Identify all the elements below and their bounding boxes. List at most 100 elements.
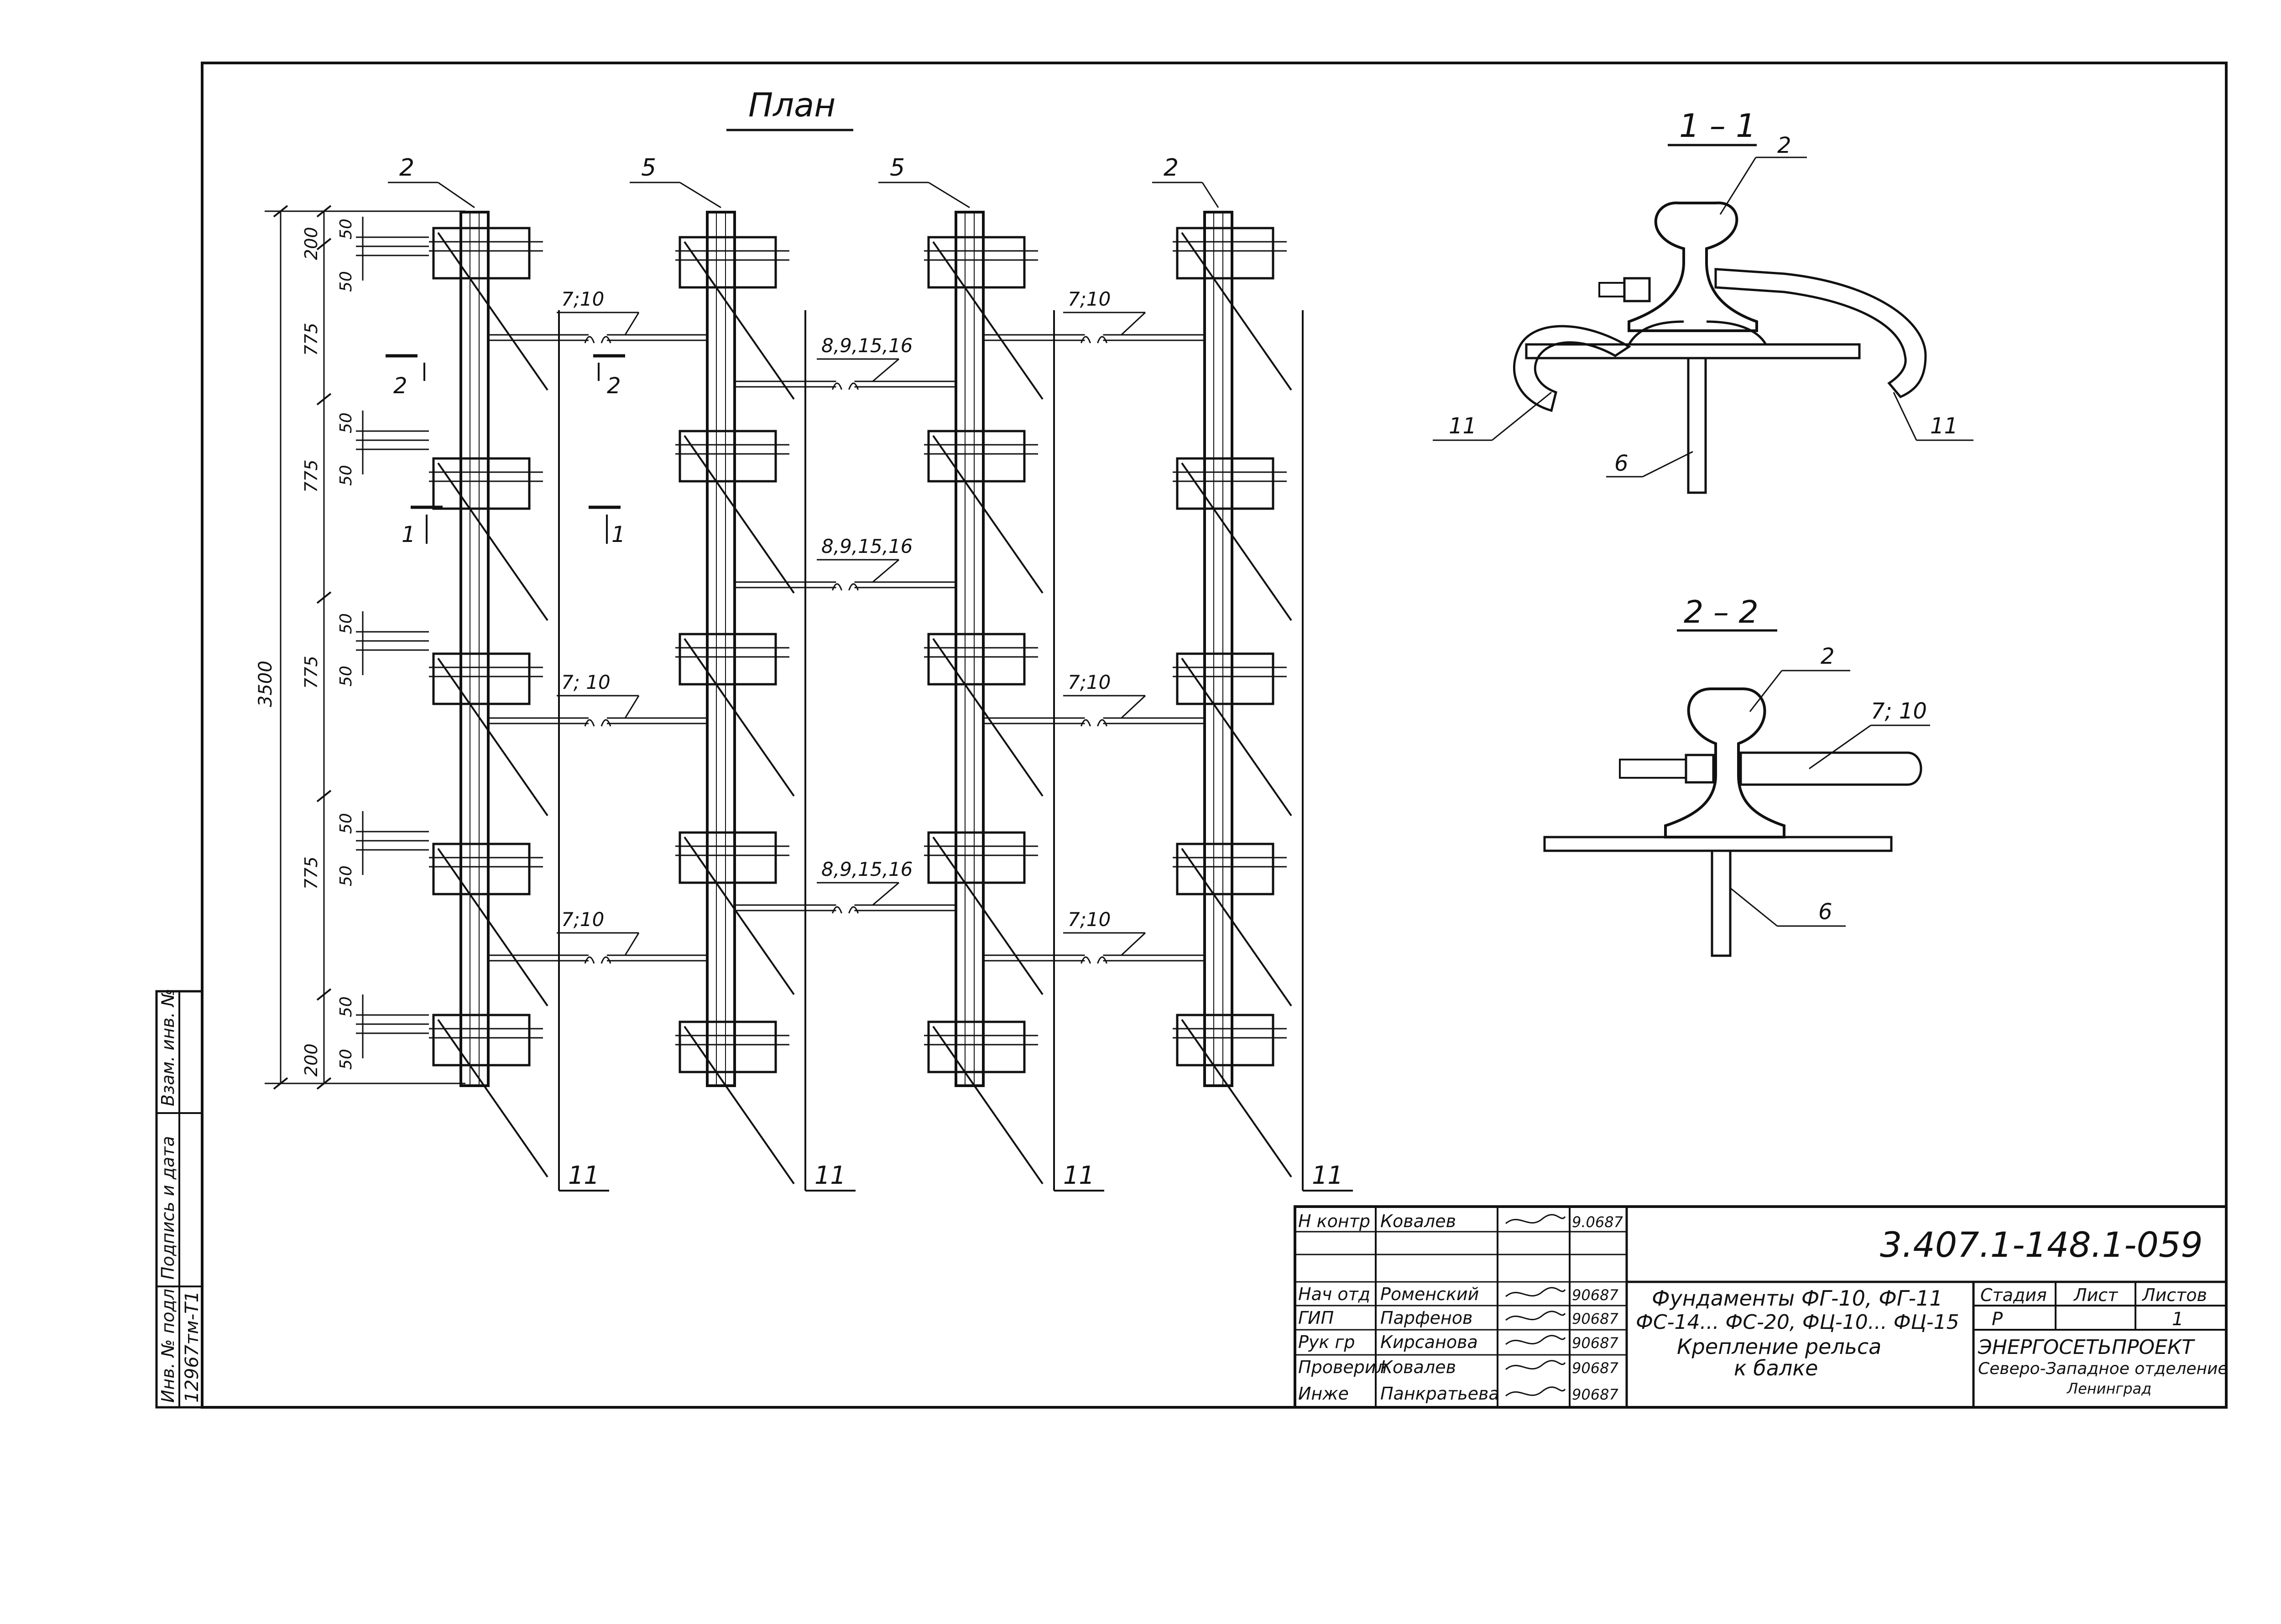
tie-label: 8,9,15,16 (821, 535, 913, 557)
anchor-pad (429, 843, 548, 1007)
margin-stamp: Инв. № подл. Подпись и дата Взам. инв. №… (155, 989, 204, 1409)
margin-cell-inv: Инв. № подл. (158, 1283, 178, 1403)
plan-dimensions: 3500 50505050505050505050775775775775200… (255, 205, 465, 1090)
plan-title: План (748, 86, 835, 124)
stamp-date: 9.0687 (1572, 1213, 1623, 1231)
anchor-pad (924, 430, 1044, 594)
tie-rod: 7;10 (983, 908, 1205, 964)
rail-profile-2 (1664, 687, 1785, 838)
margin-cell-sign: Подпись и дата (158, 1136, 178, 1280)
tie-rod: 7;10 (488, 288, 707, 344)
stamp-name: Ковалев (1380, 1357, 1456, 1377)
tie-label: 7;10 (1068, 908, 1111, 931)
section-marks: 2 2 1 1 (386, 354, 626, 547)
margin-inv-number: 12967тм-Т1 (182, 1291, 203, 1403)
tie-rod: 7;10 (983, 288, 1205, 344)
anchor-pad (924, 1020, 1044, 1185)
dim-50: 50 (337, 865, 355, 886)
section22-title: 2 – 2 (1684, 594, 1759, 630)
anchor-pad (1173, 227, 1292, 391)
stamp-date: 90687 (1572, 1386, 1618, 1403)
signature (1505, 1311, 1566, 1321)
tie-rod: 8,9,15,16 (735, 334, 956, 390)
anchor-pad (429, 227, 548, 391)
stamp-role: Рук гр (1298, 1332, 1355, 1352)
s22-label-7-10: 7; 10 (1871, 698, 1927, 724)
tie-rod: 7;10 (488, 908, 707, 964)
margin-cell-replace: Взам. инв. № (158, 989, 178, 1106)
anchor-pad (924, 633, 1044, 797)
stamp-date: 90687 (1572, 1286, 1618, 1304)
signature (1505, 1360, 1566, 1370)
org-line-3: Ленинград (2067, 1380, 2151, 1397)
stage-header: Стадия (1980, 1285, 2047, 1305)
bolt-2 (1619, 759, 1687, 779)
beam-label: 2 (1164, 154, 1179, 182)
anchor-pad (675, 430, 795, 594)
anchor-pad (675, 831, 795, 995)
plan-beam-3: 511 (878, 154, 1104, 1192)
nut-2 (1685, 754, 1715, 784)
s22-label-2: 2 (1821, 644, 1835, 669)
anchor-pad (924, 236, 1044, 400)
tie-label: 7; 10 (561, 671, 611, 693)
tie-label: 7;10 (1068, 288, 1111, 310)
s11-label-11-left: 11 (1449, 413, 1477, 439)
signature (1505, 1287, 1566, 1297)
stamp-date: 90687 (1572, 1359, 1618, 1377)
stamp-role: Нач отд (1298, 1284, 1370, 1304)
title-line-2: ФС-14... ФС-20, ФЦ-10... ФЦ-15 (1636, 1311, 1959, 1334)
org-line-1: ЭНЕРГОСЕТЬПРОЕКТ (1978, 1336, 2195, 1359)
stamp-name: Роменский (1380, 1284, 1479, 1304)
dim-50: 50 (337, 666, 355, 687)
stamp-role: Н контр (1298, 1211, 1370, 1231)
section-1-1: 1 – 1 2 11 11 6 (1433, 107, 1973, 494)
dim-50: 50 (337, 613, 355, 634)
anchor-pad (1173, 843, 1292, 1007)
title-line-3: Крепление рельса (1677, 1334, 1881, 1359)
stamp-name: Панкратьева (1380, 1384, 1499, 1404)
beam-web-1 (1687, 357, 1707, 494)
dim-50: 50 (337, 813, 355, 834)
dim-200-top: 200 (301, 227, 321, 260)
plan-view: План 3500 505050505050505050507757757757… (255, 86, 1353, 1192)
beam-web-2 (1711, 849, 1732, 957)
anchor-pad (1173, 1014, 1292, 1178)
tie-label: 8,9,15,16 (821, 334, 913, 357)
tie-rod: 7;10 (983, 671, 1205, 727)
s22-label-6: 6 (1818, 899, 1832, 925)
stamp-name: Ковалев (1380, 1211, 1456, 1231)
dim-50: 50 (337, 271, 355, 292)
title-line-4: к балке (1734, 1356, 1818, 1380)
stamp-name: Кирсанова (1380, 1332, 1478, 1352)
tie-label: 7;10 (561, 288, 604, 310)
dim-50: 50 (337, 412, 355, 433)
section-mark-1-right: 1 (611, 522, 626, 547)
anchor-pad (429, 457, 548, 621)
dim-50: 50 (337, 219, 355, 239)
signature (1505, 1214, 1566, 1224)
plan-beam-2: 511 (630, 154, 856, 1192)
org-line-2: Северо-Западное отделение (1978, 1359, 2228, 1378)
stamp-date: 90687 (1572, 1310, 1618, 1327)
dim-50: 50 (337, 465, 355, 486)
bottom-label-11: 11 (568, 1161, 600, 1190)
section-mark-2-right: 2 (607, 373, 621, 399)
dim-775: 775 (301, 856, 321, 890)
section11-title: 1 – 1 (1679, 107, 1756, 145)
dim-50: 50 (337, 1049, 355, 1070)
anchor-pad (1173, 457, 1292, 621)
tie-rod: 8,9,15,16 (735, 535, 956, 591)
tie-label: 8,9,15,16 (821, 858, 913, 880)
stage-value: Р (1992, 1309, 2003, 1330)
stamp-role: Инже (1298, 1384, 1349, 1404)
stamp-name: Парфенов (1380, 1308, 1472, 1328)
s11-label-6: 6 (1614, 451, 1629, 476)
tie-rod: 8,9,15,16 (735, 858, 956, 914)
stamp-date: 90687 (1572, 1334, 1618, 1352)
section-mark-2-left: 2 (393, 373, 407, 399)
dim-775: 775 (301, 323, 321, 356)
rail-profile-1 (1628, 201, 1758, 332)
beam-label: 5 (641, 154, 656, 182)
